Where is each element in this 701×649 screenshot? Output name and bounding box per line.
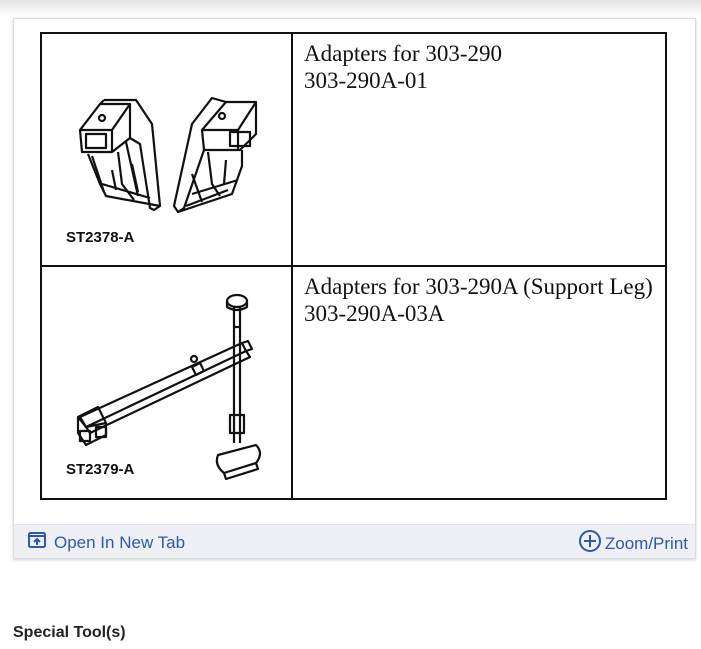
table-row: ST2378-A Adapters for 303-290 303-290A-0… xyxy=(42,34,665,267)
zoom-print-link[interactable]: Zoom/Print xyxy=(578,529,688,558)
tool-description-line: Adapters for 303-290 xyxy=(304,41,503,66)
tool-description-cell: Adapters for 303-290 303-290A-01 xyxy=(293,34,665,265)
section-heading: Special Tool(s) xyxy=(13,624,126,641)
tool-illustration-cell: ST2379-A xyxy=(42,267,293,498)
open-in-new-tab-link[interactable]: Open In New Tab xyxy=(28,532,185,553)
plus-circle-icon xyxy=(578,529,602,558)
zoom-print-label: Zoom/Print xyxy=(604,533,688,553)
support-leg-drawing xyxy=(76,293,262,481)
top-shade xyxy=(0,0,701,16)
open-new-tab-icon xyxy=(28,532,46,553)
adapter-pair-drawing xyxy=(78,96,258,214)
figure-card: ST2378-A Adapters for 303-290 303-290A-0… xyxy=(13,18,696,559)
open-in-new-tab-label: Open In New Tab xyxy=(54,532,186,552)
table-row: ST2379-A Adapters for 303-290A (Support … xyxy=(42,267,665,498)
special-tools-table: ST2378-A Adapters for 303-290 303-290A-0… xyxy=(40,32,667,500)
tool-description-cell: Adapters for 303-290A (Support Leg) 303-… xyxy=(293,267,665,498)
tool-description-line: Adapters for 303-290A (Support Leg) xyxy=(304,274,653,299)
tool-part-number: 303-290A-03A xyxy=(304,301,445,326)
tool-code-label: ST2379-A xyxy=(66,461,135,478)
tool-code-label: ST2378-A xyxy=(66,229,135,246)
tool-part-number: 303-290A-01 xyxy=(304,68,428,93)
tool-illustration-cell: ST2378-A xyxy=(42,34,293,265)
image-action-bar: Open In New Tab Zoom/Print xyxy=(14,524,695,558)
